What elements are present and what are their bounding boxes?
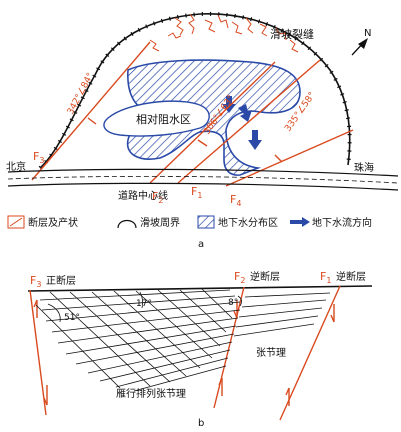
legend-item-boundary: 滑坡周界 (117, 216, 180, 229)
tension-joint-label: 张节理 (256, 347, 286, 359)
boundary-ticks (38, 11, 352, 170)
legend-item-groundwater-area: 地下水分布区 (197, 215, 278, 229)
svg-text:滑坡周界: 滑坡周界 (140, 216, 180, 229)
en-echelon-joints (39, 289, 241, 392)
legend-item-fault: 断层及产状 (7, 215, 78, 229)
fault-f2 (213, 286, 245, 409)
groundwater-area (126, 59, 301, 176)
fault-f2-label: F2 (152, 190, 163, 205)
road-left-label: 北京 (6, 160, 26, 173)
fault-f3 (29, 289, 48, 416)
north-arrow-icon: N (351, 28, 371, 56)
fault-f1-label-b: F1 (320, 270, 331, 285)
fault-f3-type: 正断层 (46, 274, 76, 287)
angle-17-label: 17° (136, 299, 152, 309)
svg-text:地下水流方向: 地下水流方向 (312, 216, 372, 229)
tension-joints (233, 292, 331, 337)
fault-f4-label: F4 (230, 193, 241, 208)
fault-f3-label: F3 (33, 150, 44, 165)
landslide-cracks (149, 13, 299, 53)
road (7, 168, 399, 191)
svg-text:断层及产状: 断层及产状 (28, 216, 78, 229)
angle-arc-8 (237, 295, 242, 307)
road-center-label: 道路中心线 (118, 189, 168, 202)
road-right-label: 珠海 (354, 161, 374, 174)
fault-f3-label-b: F3 (30, 274, 41, 289)
panel-a: N 滑坡裂缝 相对阻水区 (6, 11, 399, 250)
fault-f1-label: F1 (191, 185, 202, 200)
aquitard-zone (103, 100, 210, 137)
surface-line (27, 285, 373, 292)
conjugate-joints (35, 288, 233, 389)
fault-f2-type: 逆断层 (250, 270, 280, 283)
angle-arc-17 (139, 291, 144, 309)
angle-8-label: 8° (228, 298, 238, 308)
angle-arc-51 (47, 303, 61, 323)
panel-a-label: a (198, 239, 204, 250)
fault-f2-label-b: F2 (234, 270, 245, 285)
crack-label: 滑坡裂缝 (270, 27, 314, 41)
groundwater-flow-arrows (222, 96, 262, 150)
panel-b-label: b (198, 418, 204, 429)
zone-label: 相对阻水区 (136, 112, 191, 126)
faults (31, 41, 354, 187)
angle-51-label: 51° (64, 313, 80, 323)
svg-text:地下水分布区: 地下水分布区 (218, 216, 278, 229)
legend-item-groundwater-flow: 地下水流方向 (290, 216, 372, 229)
fault-f1 (279, 285, 341, 421)
legend: 断层及产状 滑坡周界 地下水分布区 地下水流方向 (7, 215, 372, 229)
north-label: N (364, 28, 371, 39)
panel-b: F3 正断层 F2 逆断层 F1 逆断层 51° 17° 8° 张节理 雁行排列… (27, 270, 373, 429)
en-echelon-label: 雁行排列张节理 (116, 387, 186, 400)
fault-f1-type: 逆断层 (336, 270, 366, 283)
